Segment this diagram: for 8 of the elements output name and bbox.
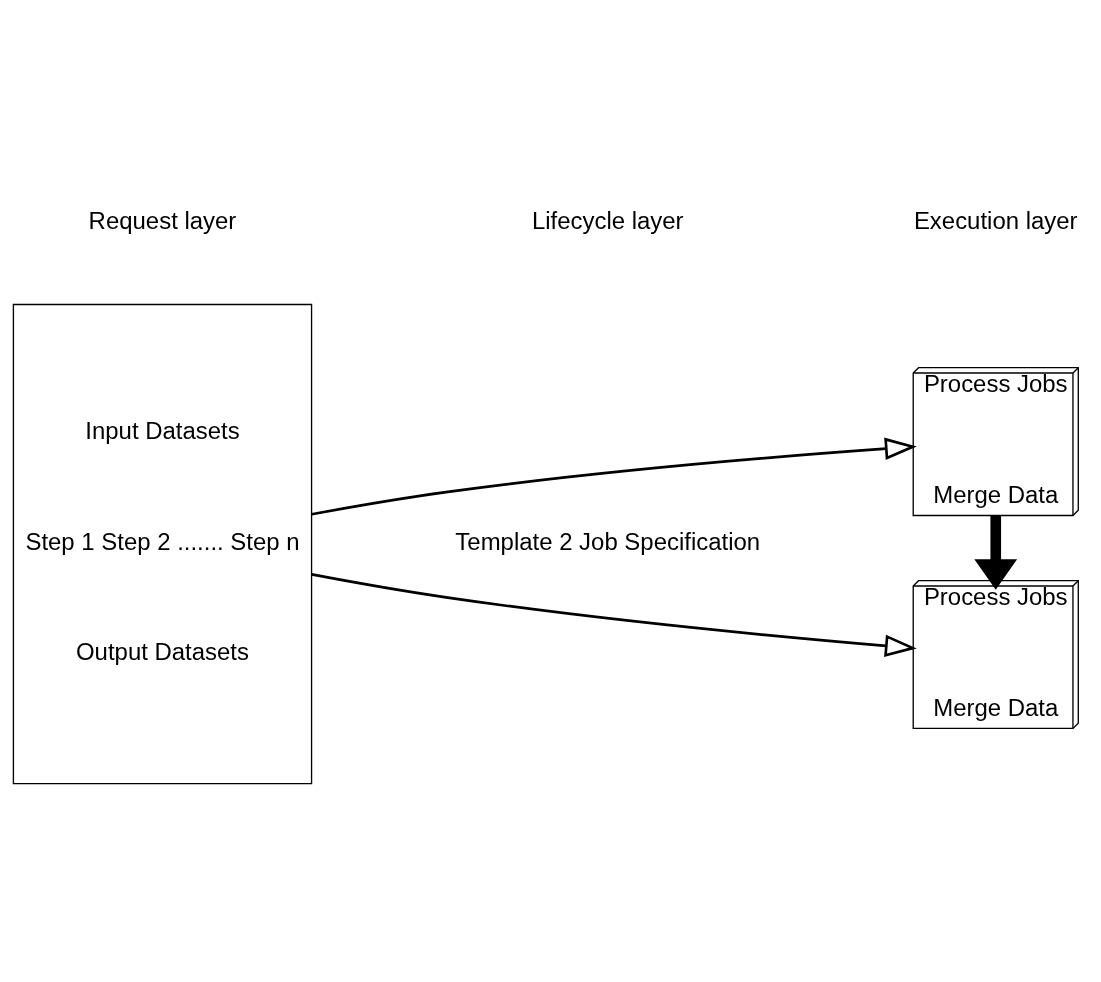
node-box: Input Datasets Step 1 Step 2 ....... Step n Output Datasets	[12, 303, 313, 784]
label: Execution layer	[913, 206, 1078, 234]
arrow	[311, 437, 917, 516]
arrow	[311, 572, 917, 657]
label: Request layer	[88, 206, 237, 234]
label: Template 2 Job Specification	[455, 527, 761, 555]
arrow	[974, 515, 1018, 590]
label: Lifecycle layer	[531, 206, 684, 234]
